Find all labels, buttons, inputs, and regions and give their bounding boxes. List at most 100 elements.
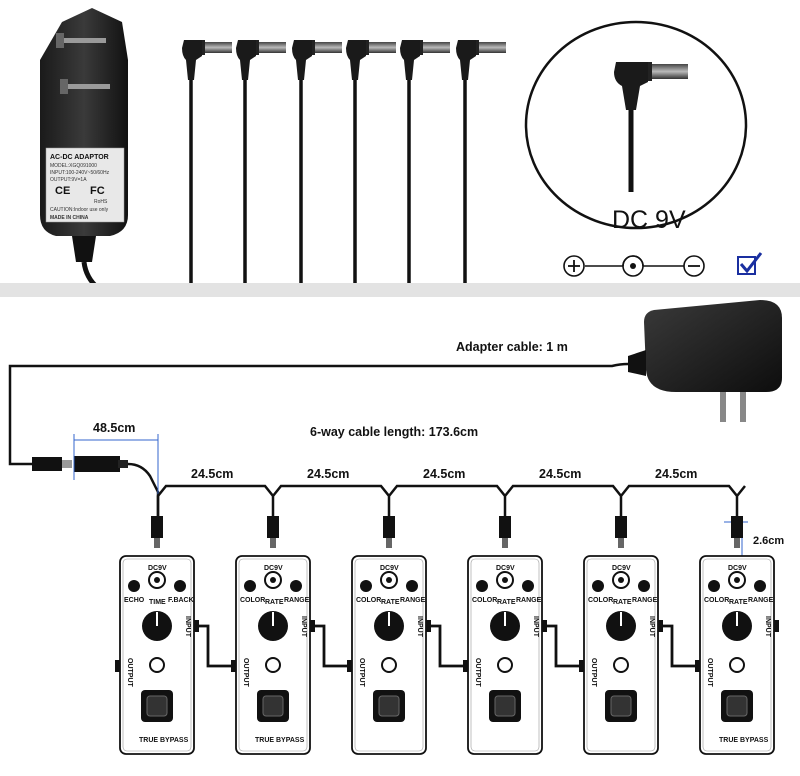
small-knob-right[interactable] — [522, 580, 534, 592]
knob-label-center: RATE — [729, 599, 748, 606]
knob-label-right: RANGE — [748, 597, 774, 604]
six-way-length-label: 6-way cable length: 173.6cm — [310, 425, 478, 439]
segment-length-label-1: 24.5cm — [191, 467, 233, 481]
input-jack — [542, 620, 547, 632]
barrel-connector — [32, 456, 128, 472]
output-label: OUTPUT — [126, 658, 133, 688]
pedal-body — [235, 555, 311, 755]
segment-length-label-3: 24.5cm — [423, 467, 465, 481]
input-label: INPUT — [648, 616, 655, 638]
led-indicator — [497, 657, 513, 673]
small-knob-right[interactable] — [638, 580, 650, 592]
output-jack — [115, 660, 120, 672]
knob-label-right: RANGE — [632, 597, 658, 604]
knob-label-left: COLOR — [704, 597, 729, 604]
true-bypass-label: TRUE BYPASS — [255, 737, 305, 744]
pedal-body — [467, 555, 543, 755]
rohs-mark: RoHS — [94, 199, 108, 205]
check-box-icon — [737, 252, 763, 275]
adaptor-photo: AC-DC ADAPTOR MODEL:XGQ091000 INPUT:100-… — [40, 8, 128, 290]
led-indicator — [265, 657, 281, 673]
small-knob-right[interactable] — [174, 580, 186, 592]
pedal-dc-plug — [383, 516, 395, 538]
polarity-symbol — [563, 255, 705, 277]
six-way-cable-photo — [182, 40, 506, 286]
dc-voltage-label: DC 9V — [612, 206, 686, 234]
ce-mark-icon: CE — [55, 185, 70, 197]
cable-plug-5 — [400, 40, 450, 286]
adaptor-input: INPUT:100-240V~50/60Hz — [50, 170, 110, 176]
cable-plug-6 — [456, 40, 506, 286]
pedal-dc-plug — [731, 516, 743, 538]
led-indicator — [729, 657, 745, 673]
wall-adapter-icon — [628, 300, 782, 422]
plug-height-label: 2.6cm — [753, 535, 784, 547]
output-label: OUTPUT — [706, 658, 713, 688]
small-knob-left[interactable] — [244, 580, 256, 592]
small-knob-left[interactable] — [592, 580, 604, 592]
pedal-dc-plug — [615, 516, 627, 538]
pedal-dc-label: DC9V — [380, 565, 399, 572]
led-indicator — [613, 657, 629, 673]
cable-plug-3 — [292, 40, 342, 286]
segment-length-label-2: 24.5cm — [307, 467, 349, 481]
patch-cable — [199, 624, 231, 668]
knob-label-right: RANGE — [400, 597, 426, 604]
knob-label-center: RATE — [613, 599, 632, 606]
small-knob-left[interactable] — [708, 580, 720, 592]
knob-label-center: RATE — [381, 599, 400, 606]
pedal-dc-label: DC9V — [728, 565, 747, 572]
led-indicator — [381, 657, 397, 673]
knob-label-left: COLOR — [472, 597, 497, 604]
segment-length-label-5: 24.5cm — [655, 467, 697, 481]
small-knob-right[interactable] — [406, 580, 418, 592]
small-knob-left[interactable] — [360, 580, 372, 592]
output-label: OUTPUT — [358, 658, 365, 688]
lead-length-label: 48.5cm — [93, 421, 135, 435]
adapter-cable-length: Adapter cable: 1 m — [456, 340, 568, 354]
knob-label-left: COLOR — [588, 597, 613, 604]
output-label: OUTPUT — [590, 658, 597, 688]
output-jack — [695, 660, 700, 672]
pedal-dc-plug — [499, 516, 511, 538]
pedal-body — [699, 555, 775, 755]
input-jack — [774, 620, 779, 632]
knob-label-right: RANGE — [516, 597, 542, 604]
small-knob-right[interactable] — [290, 580, 302, 592]
small-knob-left[interactable] — [128, 580, 140, 592]
dc-plug-closeup — [524, 20, 748, 230]
input-jack — [310, 620, 315, 632]
knob-label-left: COLOR — [356, 597, 381, 604]
fc-mark-icon: FC — [90, 185, 105, 197]
pedal-dc-label: DC9V — [612, 565, 631, 572]
output-jack — [463, 660, 468, 672]
output-jack — [347, 660, 352, 672]
knob-label-right: RANGE — [284, 597, 310, 604]
knob-label-right: F.BACK — [168, 597, 194, 604]
pedal-body — [583, 555, 659, 755]
adaptor-output: OUTPUT:9V=1A — [50, 177, 87, 183]
output-jack — [579, 660, 584, 672]
pedal-dc-plug — [151, 516, 163, 538]
output-jack — [231, 660, 236, 672]
patch-cable — [547, 624, 579, 668]
patch-cable — [663, 624, 695, 668]
pedal-dc-label: DC9V — [148, 565, 167, 572]
small-knob-right[interactable] — [754, 580, 766, 592]
pedal-dc-label: DC9V — [264, 565, 283, 572]
adaptor-caution: CAUTION:Indoor use only — [50, 207, 109, 213]
small-knob-left[interactable] — [476, 580, 488, 592]
cable-plug-1 — [182, 40, 232, 286]
true-bypass-label: TRUE BYPASS — [719, 737, 769, 744]
cable-plug-4 — [346, 40, 396, 286]
adaptor-title: AC-DC ADAPTOR — [50, 154, 109, 161]
knob-label-left: ECHO — [124, 597, 145, 604]
input-label: INPUT — [184, 616, 191, 638]
output-label: OUTPUT — [474, 658, 481, 688]
